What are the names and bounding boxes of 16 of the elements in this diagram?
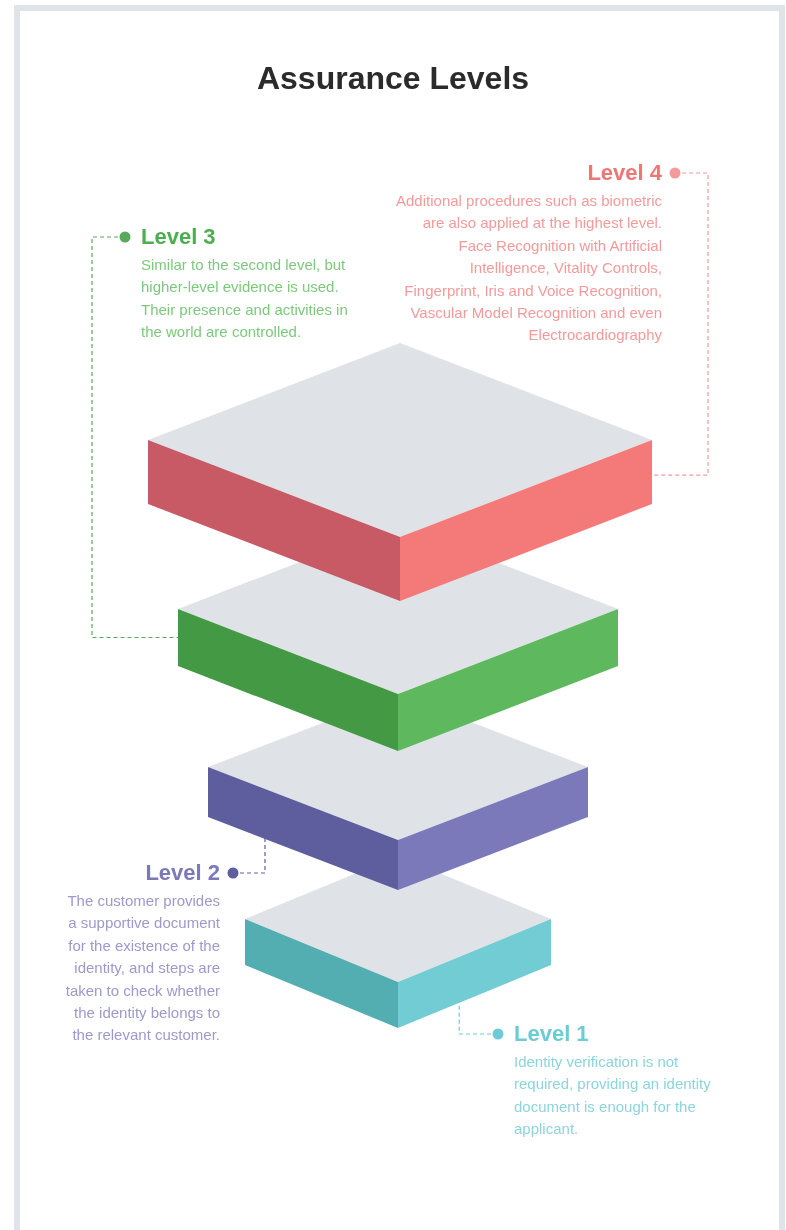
- level-description: Identity verification is not required, providing an identity document is enough for the applicant.: [514, 1052, 712, 1140]
- level-description: Similar to the second level, but higher-level evidence is used. Their presence and activities in the world are controlled.: [141, 255, 349, 343]
- level-heading: Level 2: [145, 860, 220, 886]
- isometric-slab: [208, 751, 588, 890]
- level-heading: Level 3: [141, 224, 216, 250]
- isometric-slab: [178, 601, 618, 751]
- level-heading: Level 4: [587, 160, 662, 186]
- leader-line: [458, 1001, 504, 1040]
- leader-line: [651, 167, 709, 476]
- leader-line: [91, 231, 179, 639]
- level-heading: Level 1: [514, 1021, 589, 1047]
- leader-line: [227, 837, 266, 879]
- isometric-slab: [148, 343, 652, 601]
- diagram-title: Assurance Levels: [256, 60, 530, 97]
- level-description: Additional procedures such as biometric are also applied at the highest level. Face Recognition with Artificial Intelligence, Vitality Controls, Fingerprint, Iris and Voice Recognition, Vascular Model Recognition and even Electrocardiography: [395, 191, 662, 346]
- level-description: The customer provides a supportive document for the existence of the identity, and steps are taken to check whether the identity belongs to the relevant customer.: [64, 891, 220, 1046]
